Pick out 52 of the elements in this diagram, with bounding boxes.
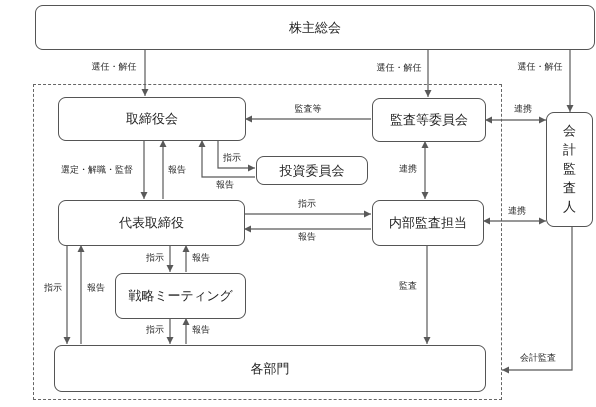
- arrow: [485, 116, 546, 124]
- edge-label: 選任・解任: [516, 62, 564, 74]
- edge-label: 報告: [297, 232, 317, 244]
- department-box: 各部門: [54, 345, 486, 392]
- committee-box: 監査等委員会: [372, 98, 486, 142]
- arrow: [140, 140, 148, 199]
- edge-label: 会計監査: [519, 354, 557, 364]
- arrow: [182, 245, 190, 272]
- edge-label: 選任・解任: [376, 64, 422, 74]
- edge-label: 連携: [513, 104, 533, 116]
- edge-label: 選任・解任: [90, 62, 138, 74]
- dashed-boundary: [33, 84, 502, 400]
- arrow: [166, 245, 174, 272]
- arrow: [217, 140, 255, 172]
- representative-box: 代表取締役: [58, 200, 245, 246]
- edge-label: 指示: [222, 154, 242, 164]
- audit-box: 内部監査担当: [372, 200, 484, 246]
- arrow: [502, 227, 573, 374]
- edge-label: 報告: [167, 166, 187, 176]
- arrow: [166, 318, 174, 344]
- arrow: [142, 50, 148, 96]
- arrow: [424, 50, 432, 97]
- arrow: [64, 245, 70, 344]
- edge-label: 選定・解職・監督: [60, 166, 134, 176]
- arrow: [78, 245, 84, 344]
- edge-label: 監査等: [294, 104, 322, 116]
- edge-label: 指示: [43, 284, 63, 294]
- auditor-box: 会計監査人: [546, 112, 593, 227]
- arrow: [160, 140, 166, 199]
- edge-label: 連携: [398, 164, 418, 176]
- arrow: [245, 116, 371, 122]
- assembly-box: 株主総会: [35, 5, 595, 50]
- arrow: [483, 218, 546, 224]
- edge-label: 報告: [86, 284, 106, 294]
- arrow: [244, 226, 371, 232]
- meeting-box: 戦略ミーティング: [115, 273, 246, 319]
- arrow: [244, 210, 371, 218]
- arrow: [566, 50, 574, 112]
- board-box: 取締役会: [58, 97, 246, 141]
- edge-label: 指示: [145, 326, 165, 336]
- edge-label: 連携: [507, 206, 527, 218]
- arrow: [182, 318, 190, 344]
- edge-label: 指示: [297, 200, 317, 210]
- edge-label: 報告: [191, 326, 211, 336]
- edge-label: 指示: [145, 254, 165, 264]
- arrow: [422, 141, 428, 199]
- committee-box: 投資委員会: [256, 156, 368, 185]
- arrow: [198, 140, 255, 178]
- arrow: [424, 245, 430, 344]
- edge-label: 報告: [191, 254, 211, 264]
- edge-label: 報告: [215, 180, 235, 192]
- edge-label: 監査: [398, 282, 418, 292]
